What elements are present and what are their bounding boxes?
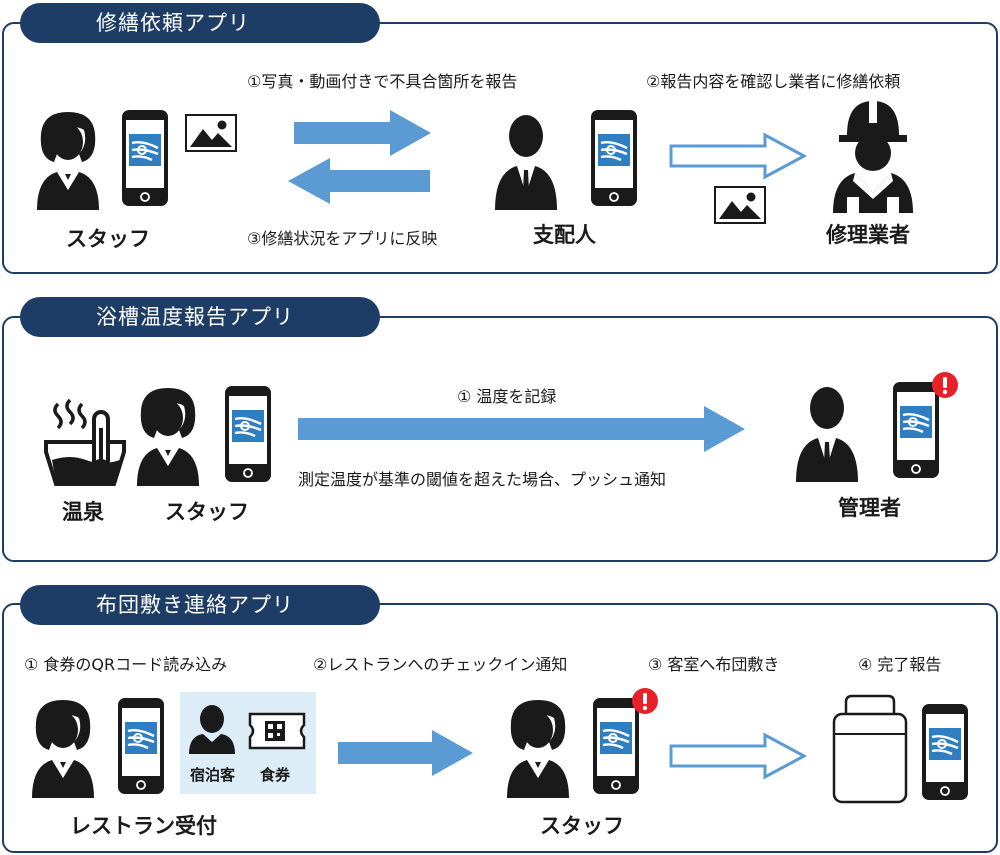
arrow-right-outline-icon bbox=[669, 732, 808, 780]
smartphone-app-icon bbox=[116, 696, 166, 796]
section-futon bbox=[2, 603, 998, 853]
alert-badge-icon bbox=[932, 372, 958, 398]
futon-step-2: ②レストランへのチェックイン通知 bbox=[313, 655, 568, 674]
arrow-right-icon bbox=[338, 730, 473, 776]
image-icon bbox=[185, 114, 237, 152]
image-icon bbox=[714, 186, 766, 224]
actor-administrator: 管理者 bbox=[838, 496, 901, 520]
qr-ticket-icon bbox=[248, 712, 306, 750]
person-female-icon bbox=[37, 112, 99, 210]
arrow-right-icon bbox=[294, 110, 431, 156]
smartphone-app-icon bbox=[120, 108, 170, 208]
section-title-bath-temp: 浴槽温度報告アプリ bbox=[20, 297, 380, 337]
futon-step-4: ④ 完了報告 bbox=[858, 655, 942, 674]
smartphone-app-icon bbox=[223, 384, 273, 484]
actor-hot-spring: 温泉 bbox=[62, 500, 104, 524]
bath-step-note: 測定温度が基準の閾値を超えた場合、プッシュ通知 bbox=[298, 470, 667, 489]
person-female-icon bbox=[507, 700, 569, 798]
worker-helmet-icon bbox=[833, 101, 913, 213]
actor-staff: スタッフ bbox=[540, 814, 624, 838]
repair-step-2: ②報告内容を確認し業者に修繕依頼 bbox=[646, 72, 901, 91]
futon-step-3: ③ 客室へ布団敷き bbox=[648, 655, 780, 674]
smartphone-app-icon bbox=[920, 702, 970, 802]
futon-icon bbox=[832, 694, 908, 804]
repair-step-1: ①写真・動画付きで不具合箇所を報告 bbox=[247, 72, 518, 91]
inset-label-meal-ticket: 食券 bbox=[260, 766, 291, 784]
section-title-repair: 修繕依頼アプリ bbox=[20, 3, 380, 43]
actor-manager: 支配人 bbox=[533, 223, 596, 247]
smartphone-app-icon bbox=[589, 108, 639, 208]
section-repair bbox=[2, 22, 998, 274]
actor-staff: スタッフ bbox=[165, 500, 249, 524]
bath-step-1: ① 温度を記録 bbox=[457, 387, 557, 406]
section-title-futon: 布団敷き連絡アプリ bbox=[20, 585, 380, 625]
arrow-left-icon bbox=[288, 158, 430, 204]
person-female-icon bbox=[137, 388, 199, 486]
arrow-right-outline-icon bbox=[669, 132, 808, 180]
actor-repair-vendor: 修理業者 bbox=[826, 223, 910, 247]
arrow-right-icon bbox=[298, 406, 745, 452]
guest-icon bbox=[189, 705, 235, 754]
repair-step-3: ③修繕状況をアプリに反映 bbox=[247, 229, 438, 248]
person-male-icon bbox=[495, 115, 557, 210]
inset-label-guest: 宿泊客 bbox=[190, 766, 236, 784]
actor-restaurant-reception: レストラン受付 bbox=[70, 814, 217, 838]
alert-badge-icon bbox=[632, 688, 658, 714]
actor-staff: スタッフ bbox=[66, 227, 150, 251]
futon-step-1: ① 食券のQRコード読み込み bbox=[24, 655, 228, 674]
person-male-icon bbox=[796, 387, 858, 482]
hot-spring-thermometer-icon bbox=[44, 398, 126, 486]
person-female-icon bbox=[32, 700, 94, 798]
